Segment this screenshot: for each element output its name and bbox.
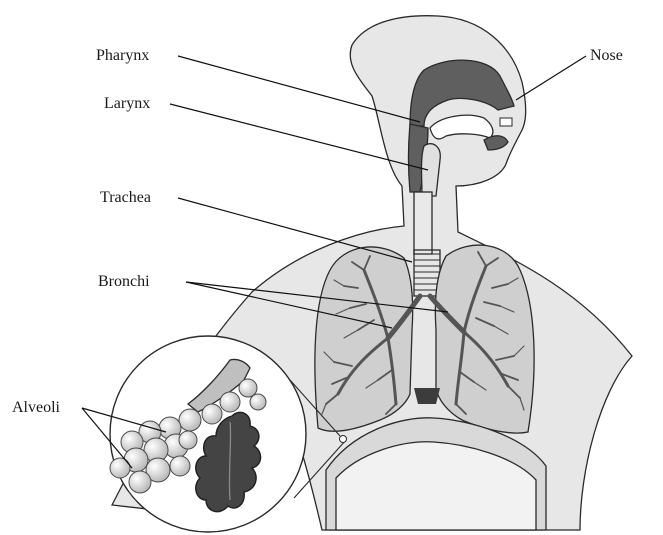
label-bronchi: Bronchi	[98, 273, 150, 290]
alveolar-sac-cross-section	[195, 411, 262, 513]
bronchial-tree-left	[321, 255, 423, 415]
teeth-upper	[499, 117, 513, 127]
larynx	[420, 143, 441, 197]
label-pharynx: Pharynx	[96, 47, 149, 64]
tongue	[483, 135, 509, 151]
leader-lines	[81, 55, 587, 469]
diaphragm-inner	[335, 441, 537, 531]
label-alveoli: Alveoli	[12, 399, 61, 416]
alveolar-sac-cluster	[109, 378, 267, 494]
inset-connector-lines	[289, 379, 347, 499]
label-trachea: Trachea	[100, 189, 151, 206]
bronchial-tree-right	[427, 251, 525, 415]
trachea-tube	[413, 191, 433, 255]
left-lung	[314, 246, 414, 432]
label-nose: Nose	[590, 47, 623, 64]
alveolar-sac-inner-line	[228, 421, 232, 501]
label-larynx: Larynx	[104, 95, 150, 112]
heart-shadow	[414, 388, 440, 404]
trachea-rings	[414, 253, 440, 291]
alveolus-source-marker	[339, 435, 347, 443]
